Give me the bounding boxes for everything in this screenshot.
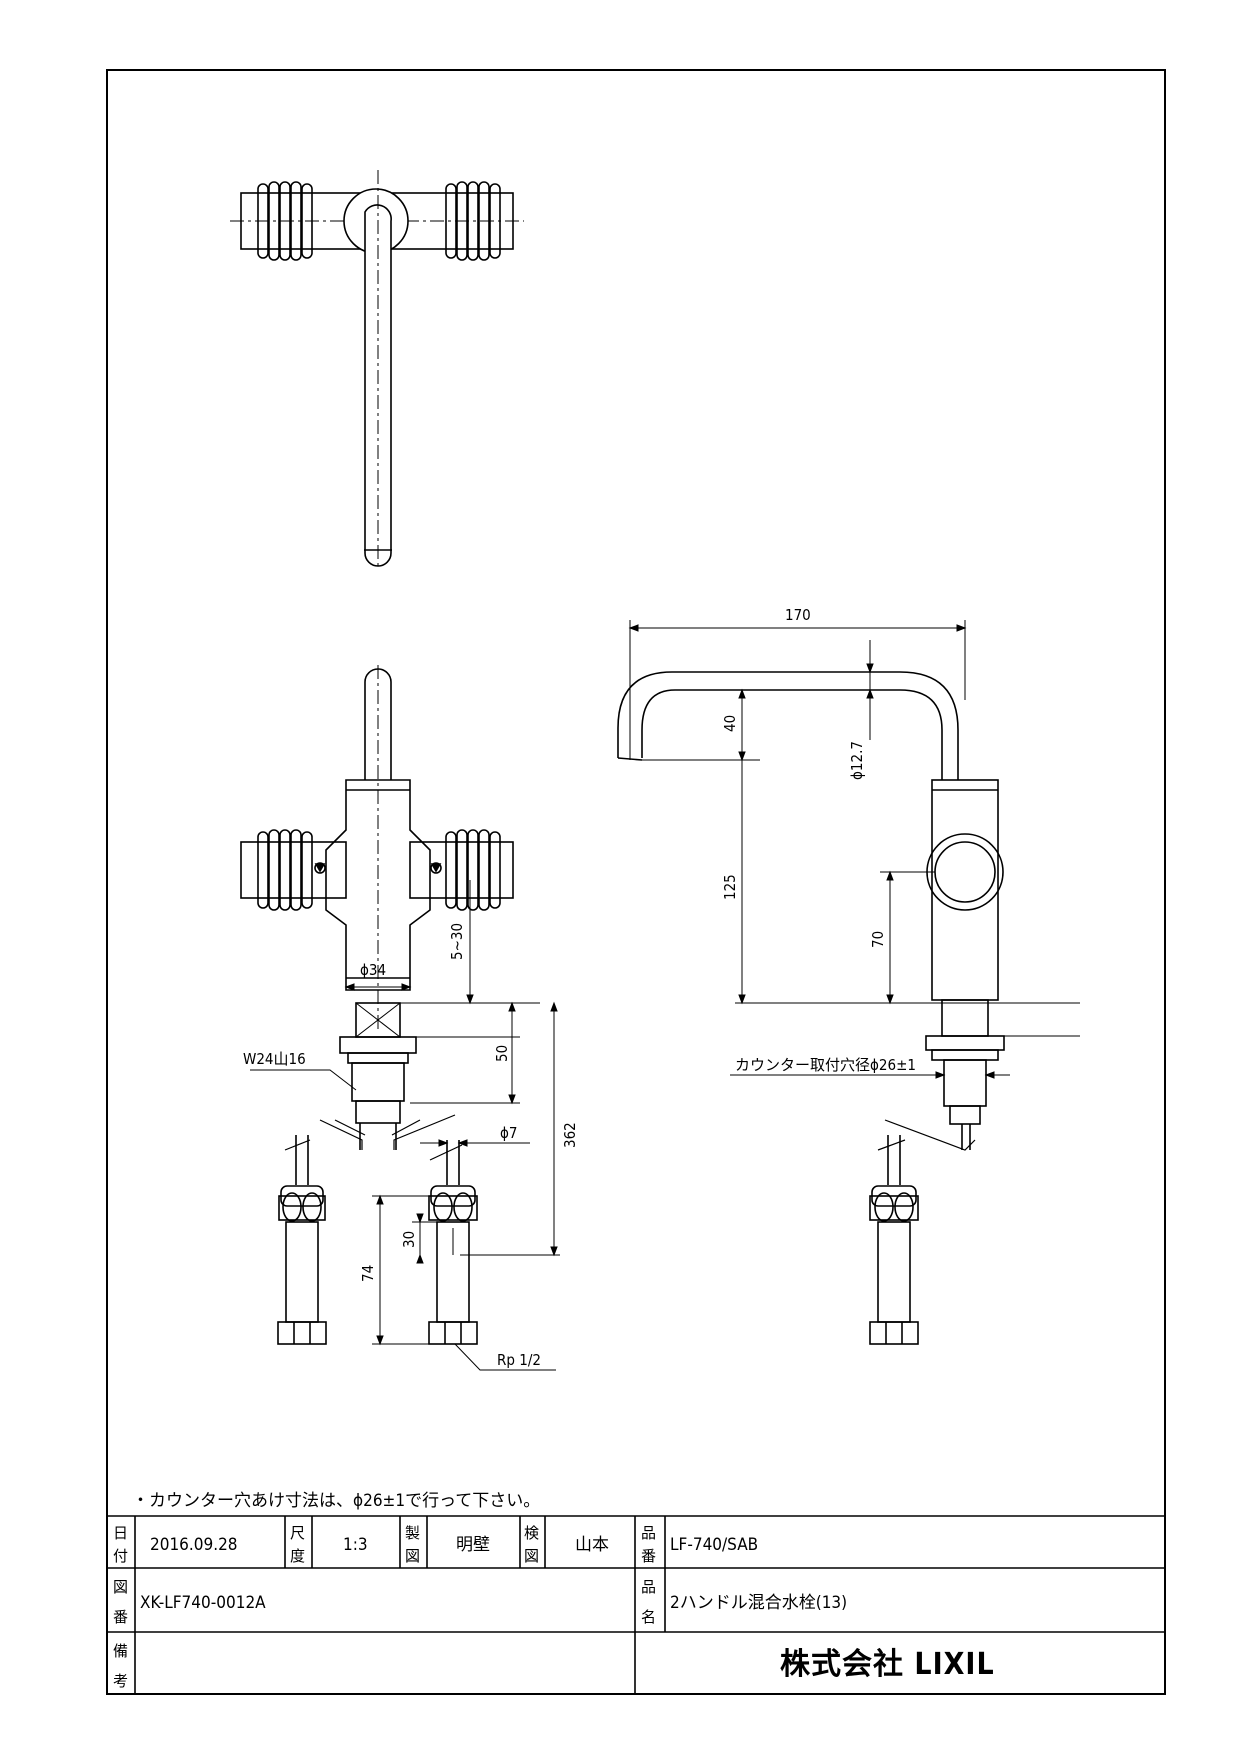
side-view: [617, 671, 1005, 1150]
side-dimension-labels: 170 40 ϕ12.7 125 70 カウンター取付穴径ϕ26±1: [721, 606, 916, 1074]
dim-top-width: 170: [785, 606, 811, 624]
product-name-value: 2ハンドル混合水栓(13): [670, 1593, 847, 1613]
front-dimension-labels: ϕ34 5~30 50 362 W24山16 ϕ7 74 30 Rp 1/2: [243, 923, 579, 1369]
drafter-label-2: 図: [405, 1547, 420, 1565]
front-dimensions: [250, 880, 560, 1371]
center-supply-connector: [428, 1140, 478, 1345]
drafter-label: 製: [405, 1524, 420, 1542]
checker-label: 検: [524, 1524, 539, 1542]
dim-pipe-thread: Rp 1/2: [497, 1351, 541, 1369]
left-supply-connector: [277, 1135, 327, 1345]
dim-nut-length: 30: [400, 1231, 418, 1248]
dim-counter-hole: カウンター取付穴径ϕ26±1: [735, 1056, 916, 1074]
product-name-label-2: 名: [641, 1608, 656, 1626]
mounting-note: ・カウンター穴あけ寸法は、ϕ26±1で行って下さい。: [132, 1491, 540, 1511]
drawing-no-value: XK-LF740-0012A: [140, 1593, 266, 1613]
scale-value: 1:3: [343, 1535, 368, 1555]
dim-adjust-range: 5~30: [448, 923, 466, 960]
dim-pipe-dia: ϕ12.7: [848, 741, 866, 780]
title-block: [107, 1515, 1165, 1694]
dim-spout-height: 125: [721, 874, 739, 900]
product-no-label-2: 番: [641, 1547, 656, 1565]
top-view: [230, 170, 524, 570]
side-supply-connector: [869, 1119, 976, 1345]
drawing-no-label: 図: [113, 1578, 128, 1596]
remarks-label-2: 考: [113, 1672, 128, 1690]
remarks-label: 備: [113, 1642, 128, 1660]
drawing-frame: [106, 69, 1166, 1695]
front-right-handle-rings: [445, 829, 501, 911]
date-label: 日: [113, 1524, 128, 1542]
scale-label-2: 度: [290, 1547, 305, 1565]
date-value: 2016.09.28: [150, 1535, 238, 1555]
product-name-label: 品: [641, 1578, 656, 1596]
product-no-label: 品: [641, 1524, 656, 1542]
side-dimensions: [628, 620, 1080, 1079]
front-left-handle-rings: [257, 829, 313, 911]
product-no-value: LF-740/SAB: [670, 1535, 758, 1555]
dim-shank-length: 50: [493, 1045, 511, 1062]
checker-value: 山本: [575, 1535, 609, 1555]
company-logo: 株式会社 LIXIL: [780, 1647, 995, 1682]
dim-spout-drop: 40: [721, 715, 739, 732]
dim-hose-dia: ϕ7: [500, 1124, 517, 1142]
dim-handle-height: 70: [869, 931, 887, 948]
dim-connector-length: 74: [359, 1265, 377, 1282]
title-block-text: 日 付 2016.09.28 尺 度 1:3 製 図 明壁 検 図 山本 品 番…: [113, 1524, 995, 1690]
checker-label-2: 図: [524, 1547, 539, 1565]
top-left-handle-rings: [257, 181, 313, 261]
dim-thread: W24山16: [243, 1050, 306, 1068]
front-view: [240, 665, 514, 1150]
scale-label: 尺: [290, 1524, 305, 1542]
drafter-value: 明壁: [456, 1535, 490, 1555]
top-right-handle-rings: [445, 181, 501, 261]
drawing-no-label-2: 番: [113, 1608, 128, 1626]
date-label-2: 付: [113, 1547, 128, 1565]
dim-total-length: 362: [561, 1122, 579, 1148]
dim-body-dia: ϕ34: [360, 961, 386, 979]
